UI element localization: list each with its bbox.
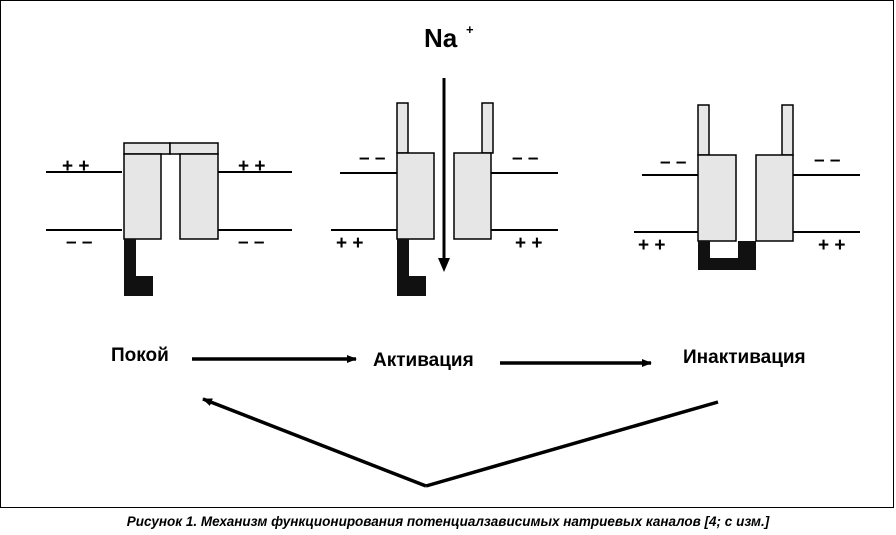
charge-outer-left: + + — [62, 156, 89, 177]
sodium-channel-diagram: Na + + + + + – – – – – – – – + + + + — [46, 22, 860, 488]
channel-protein-right — [179, 153, 219, 240]
activation-gate-left — [697, 104, 710, 156]
channel-protein-right — [755, 154, 794, 242]
channel-protein-left — [396, 152, 435, 240]
activation-gate-left — [396, 102, 409, 154]
charge-inner-left: – – — [66, 232, 92, 253]
charge-inner-left: + + — [336, 233, 363, 254]
state-label-rest: Покой — [111, 345, 169, 366]
channel-activation: – – – – + + + + — [331, 78, 558, 296]
state-label-activation: Активация — [373, 350, 474, 371]
channel-protein-left — [123, 153, 162, 240]
inactivation-gate — [698, 241, 756, 270]
charge-outer-right: – – — [512, 148, 538, 169]
inactivation-gate — [397, 239, 426, 296]
channel-inactivation: – – – – + + + + — [634, 104, 860, 270]
channel-rest: + + + + – – – – — [46, 142, 292, 296]
channel-protein-right — [453, 152, 492, 240]
return-arrow-segment — [425, 400, 719, 488]
charge-inner-right: – – — [238, 232, 264, 253]
charge-inner-right: + + — [515, 233, 542, 254]
charge-outer-left: – – — [660, 152, 686, 173]
ion-symbol: Na — [424, 23, 458, 53]
activation-gate-right — [481, 102, 494, 154]
channel-protein-left — [697, 154, 737, 242]
inactivation-gate — [124, 239, 153, 296]
figure-frame — [0, 0, 894, 508]
activation-gate-right — [169, 142, 219, 155]
state-label-inactivation: Инактивация — [683, 347, 806, 368]
charge-inner-left: + + — [638, 235, 665, 256]
figure-caption: Рисунок 1. Механизм функционирования пот… — [126, 514, 770, 529]
activation-gate-right — [781, 104, 794, 156]
charge-inner-right: + + — [818, 235, 845, 256]
arrow-inactivation-to-rest — [202, 397, 427, 488]
activation-gate-left — [123, 142, 171, 155]
charge-outer-right: – – — [814, 150, 840, 171]
ion-flow-arrowhead — [438, 258, 450, 272]
charge-outer-left: – – — [359, 148, 385, 169]
charge-outer-right: + + — [238, 156, 265, 177]
ion-charge: + — [466, 22, 474, 37]
